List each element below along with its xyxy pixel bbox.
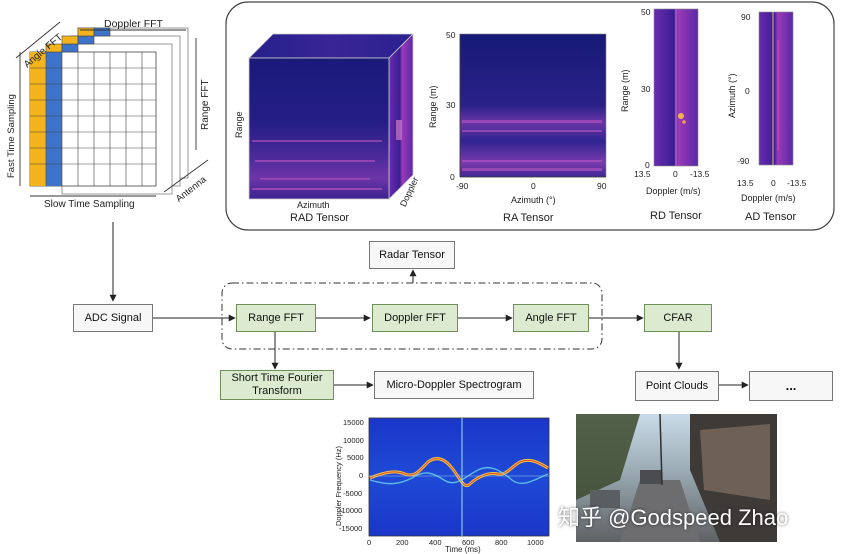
ad-azimuth-axis-label: Azimuth (°) (727, 73, 737, 118)
point-clouds-node[interactable]: Point Clouds (635, 371, 719, 401)
spectrogram-ytick-neg15000: -15000 (339, 524, 363, 533)
doppler-fft-node[interactable]: Doppler FFT (372, 304, 458, 332)
rad-range-axis-label: Range (234, 111, 244, 138)
spectrogram-ytick-neg5000: -5000 (343, 489, 363, 498)
watermark-text: 知乎 @Godspeed Zhao (558, 505, 789, 530)
tensor-cube-illustration (15, 21, 209, 197)
flow-connectors (109, 222, 749, 389)
stft-node[interactable]: Short Time Fourier Transform (220, 370, 334, 400)
ad-ytick-0: 0 (745, 86, 750, 96)
radar-tensor-node[interactable]: Radar Tensor (369, 241, 455, 269)
rd-xtick-13-5: 13.5 (634, 169, 651, 179)
fast-time-sampling-label: Fast Time Sampling (6, 94, 17, 178)
rd-ytick-30: 30 (641, 84, 651, 94)
ad-tensor-caption: AD Tensor (745, 211, 797, 223)
spectrogram-xtick-0: 0 (367, 538, 372, 547)
ra-xtick-90: 90 (597, 181, 607, 191)
doppler-fft-axis-label: Doppler FFT (104, 18, 163, 30)
rd-ytick-0: 0 (645, 160, 650, 170)
range-fft-node[interactable]: Range FFT (236, 304, 316, 332)
slow-time-sampling-label: Slow Time Sampling (44, 199, 135, 210)
street-scene-photo (576, 413, 777, 542)
rad-tensor-cube (248, 33, 414, 200)
spectrogram-ytick-10000: 10000 (343, 436, 364, 445)
rd-xtick-0: 0 (673, 169, 678, 179)
ra-tensor-caption: RA Tensor (503, 212, 554, 224)
rd-tensor-heatmap (653, 8, 699, 167)
rd-ytick-50: 50 (641, 7, 651, 17)
ra-tensor-heatmap (459, 33, 607, 178)
rad-tensor-caption: RAD Tensor (290, 212, 350, 224)
ad-ytick-90: 90 (741, 12, 751, 22)
ra-ytick-0: 0 (450, 172, 455, 182)
micro-doppler-node[interactable]: Micro-Doppler Spectrogram (374, 371, 534, 399)
spectrogram-xtick-400: 400 (429, 538, 442, 547)
angle-fft-node[interactable]: Angle FFT (513, 304, 589, 332)
tensor-panel (225, 1, 835, 231)
cfar-node[interactable]: CFAR (644, 304, 712, 332)
micro-doppler-spectrogram-plot (368, 417, 550, 537)
spectrogram-xtick-600: 600 (462, 538, 475, 547)
ad-doppler-axis-label: Doppler (m/s) (741, 193, 796, 203)
ra-xtick-0: 0 (531, 181, 536, 191)
spectrogram-ytick-15000: 15000 (343, 418, 364, 427)
spectrogram-xtick-200: 200 (396, 538, 409, 547)
fft-group-frame (221, 282, 603, 350)
ad-xtick-0: 0 (771, 178, 776, 188)
ra-xtick-neg90: -90 (456, 181, 469, 191)
adc-signal-node[interactable]: ADC Signal (73, 304, 153, 332)
rd-doppler-axis-label: Doppler (m/s) (646, 186, 701, 196)
ra-azimuth-axis-label: Azimuth (°) (511, 195, 556, 205)
spectrogram-xtick-1000: 1000 (527, 538, 544, 547)
spectrogram-ytick-0: 0 (359, 471, 364, 480)
rd-xtick-neg13-5: -13.5 (690, 169, 710, 179)
rd-tensor-caption: RD Tensor (650, 210, 702, 222)
rd-range-axis-label: Range (m) (620, 69, 630, 112)
ra-ytick-30: 30 (446, 100, 456, 110)
ra-range-axis-label: Range (m) (428, 85, 438, 128)
range-fft-axis-label: Range FFT (200, 79, 211, 130)
rad-azimuth-axis-label: Azimuth (297, 200, 330, 210)
ad-tensor-heatmap (758, 11, 794, 166)
ad-ytick-neg90: -90 (737, 156, 750, 166)
ad-xtick-13-5: 13.5 (737, 178, 754, 188)
front-sample-grid (29, 51, 157, 187)
spectrogram-xlabel: Time (ms) (445, 545, 481, 554)
ad-xtick-neg13-5: -13.5 (787, 178, 807, 188)
spectrogram-ytick-5000: 5000 (347, 453, 364, 462)
spectrogram-ytick-neg10000: -10000 (339, 506, 363, 515)
ra-ytick-50: 50 (446, 30, 456, 40)
ellipsis-node[interactable]: ... (749, 371, 833, 401)
spectrogram-xtick-800: 800 (495, 538, 508, 547)
